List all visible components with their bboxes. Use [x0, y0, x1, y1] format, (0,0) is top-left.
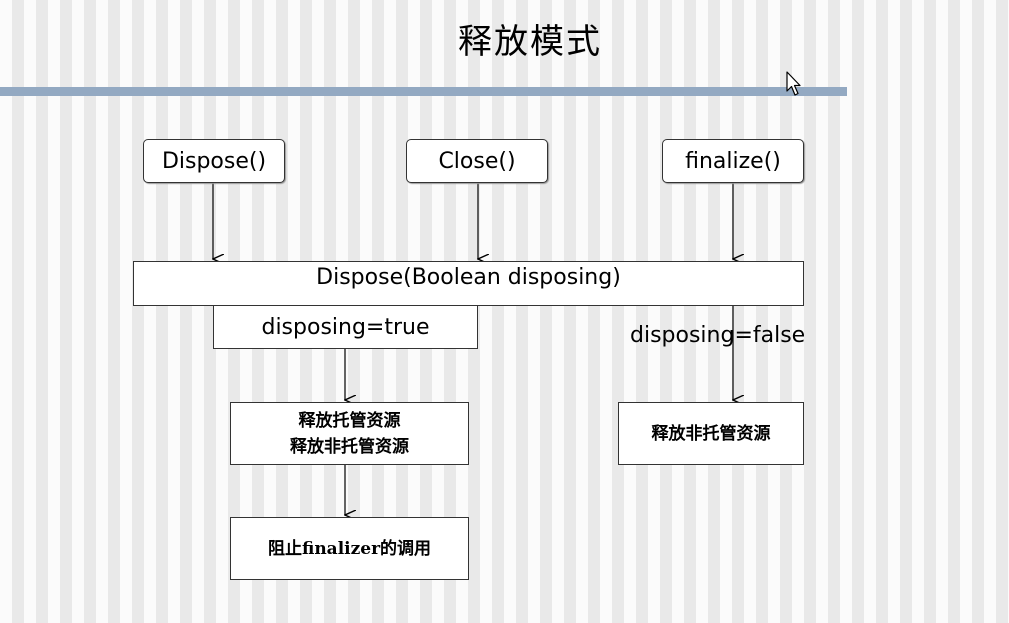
- dispose-method-label: Dispose(): [161, 148, 267, 174]
- release-unmanaged-right-label: 释放非托管资源: [651, 423, 771, 444]
- disposing-false-label: disposing=false: [630, 323, 806, 348]
- dispose-boolean-label: Dispose(Boolean disposing): [316, 265, 621, 290]
- release-unmanaged-left-label: 释放非托管资源: [290, 436, 409, 457]
- finalize-method-label: finalize(): [685, 148, 781, 174]
- release-managed-node: 释放托管资源 释放非托管资源: [230, 402, 469, 465]
- close-method-node: Close(): [406, 139, 548, 183]
- slide-title: 释放模式: [458, 22, 602, 62]
- suppress-finalizer-label: 阻止finalizer的调用: [267, 538, 432, 559]
- disposing-true-label: disposing=true: [261, 314, 430, 340]
- close-method-label: Close(): [438, 148, 516, 174]
- mouse-pointer-icon: [786, 71, 801, 96]
- title-underline-bar: [0, 87, 847, 96]
- release-unmanaged-node: 释放非托管资源: [618, 402, 804, 465]
- dispose-method-node: Dispose(): [143, 139, 285, 183]
- suppress-finalizer-node: 阻止finalizer的调用: [230, 517, 469, 580]
- release-managed-label: 释放托管资源: [298, 410, 401, 431]
- disposing-true-branch: disposing=true: [213, 306, 478, 349]
- dispose-boolean-node: Dispose(Boolean disposing): [133, 261, 804, 306]
- finalize-method-node: finalize(): [662, 139, 804, 183]
